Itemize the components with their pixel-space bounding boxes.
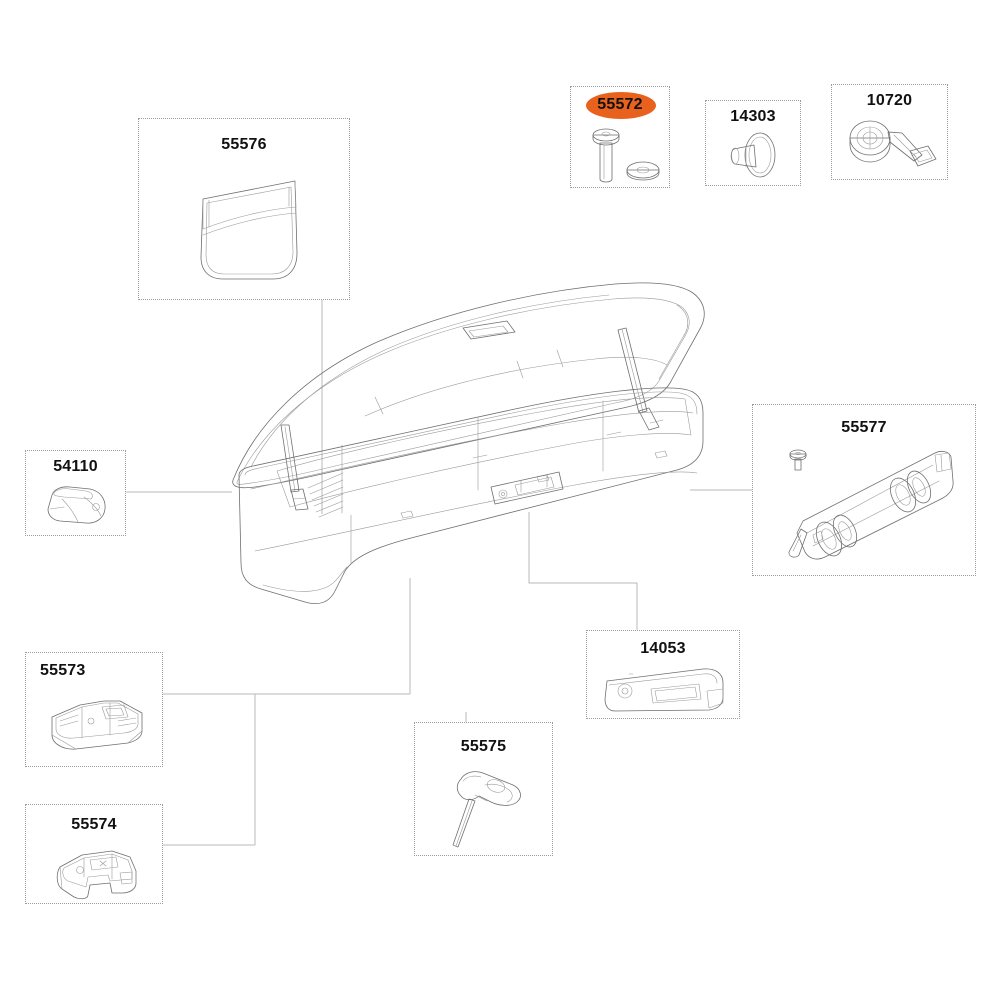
clamp-block-icon — [56, 850, 137, 900]
lock-housing-icon — [604, 668, 724, 712]
part-label-14053: 14053 — [640, 640, 686, 657]
part-label-55576: 55576 — [221, 136, 267, 153]
part-box-14303[interactable]: 14303 — [705, 100, 801, 186]
part-box-55574[interactable]: 55574 — [25, 804, 163, 904]
bolt-and-washer-icon — [592, 128, 660, 183]
part-box-55575[interactable]: 55575 — [414, 722, 553, 856]
part-label-55575: 55575 — [460, 738, 507, 755]
part-label-55572: 55572 — [597, 96, 643, 113]
part-label-54110: 54110 — [53, 458, 98, 475]
part-label-14303: 14303 — [730, 108, 776, 125]
mounting-rail-icon — [788, 449, 954, 560]
part-label-55573: 55573 — [40, 662, 86, 679]
part-box-10720[interactable]: 10720 — [831, 84, 948, 180]
part-box-55577[interactable]: 55577 — [752, 404, 976, 576]
mounting-foot-icon — [51, 700, 143, 750]
clamp-bracket-icon — [47, 486, 106, 524]
part-box-54110[interactable]: 54110 — [25, 450, 126, 536]
highlight-badge-55572 — [586, 92, 656, 119]
part-box-14053[interactable]: 14053 — [586, 630, 740, 719]
part-label-55574: 55574 — [71, 816, 117, 833]
part-label-55577: 55577 — [841, 419, 887, 436]
rubber-grommet-icon — [730, 132, 776, 178]
mesh-pocket-icon — [200, 180, 298, 280]
cargo-box-illustration — [232, 282, 705, 605]
strap-roll-icon — [849, 120, 937, 167]
part-box-55573[interactable]: 55573 — [25, 652, 163, 767]
t-handle-allen-key-icon — [452, 771, 521, 848]
part-box-55576[interactable]: 55576 — [138, 118, 350, 300]
part-box-55572[interactable]: 55572 — [570, 86, 670, 188]
part-label-10720: 10720 — [866, 92, 913, 109]
